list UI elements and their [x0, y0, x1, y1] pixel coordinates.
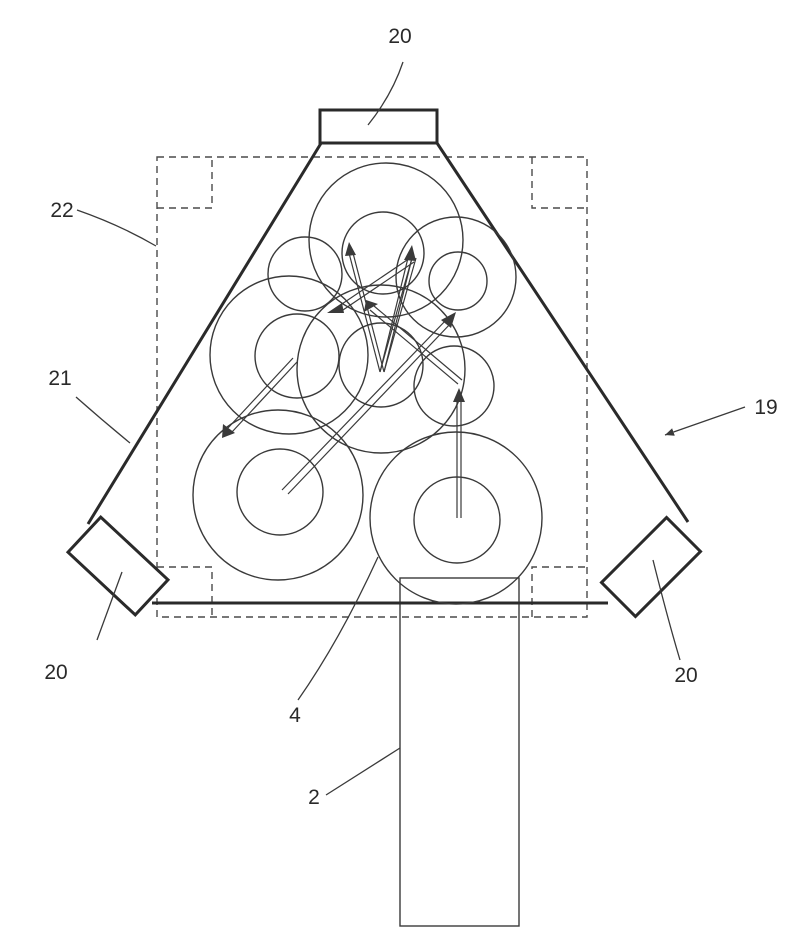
sensor-top — [318, 108, 439, 145]
label-edge: 21 — [48, 367, 71, 390]
zone-circle — [254, 313, 340, 399]
label-stem: 2 — [308, 786, 320, 809]
label-sensor-right: 20 — [674, 664, 697, 687]
label-device: 19 — [754, 396, 777, 419]
leader-lines — [75, 61, 746, 796]
zone-circle-small-left — [236, 448, 324, 536]
sensor-right — [599, 515, 703, 619]
sensor-left — [65, 514, 171, 618]
detection-circles — [192, 162, 543, 605]
zone-circle-large-right — [369, 431, 543, 605]
zone-circle — [395, 216, 517, 338]
zone-circle — [428, 251, 488, 311]
zone-circle — [267, 236, 343, 312]
zone-circle — [338, 322, 424, 408]
zone-circle — [308, 162, 464, 318]
stem-column — [399, 577, 520, 927]
zone-circle — [209, 275, 369, 435]
zone-circle — [341, 211, 425, 295]
label-frame: 22 — [50, 199, 73, 222]
zone-circle-large-left — [192, 409, 364, 581]
triangle-body — [86, 139, 690, 605]
label-sensor-left: 20 — [44, 661, 67, 684]
label-sensor-top: 20 — [388, 25, 411, 48]
label-zone: 4 — [289, 704, 301, 727]
motion-arrows — [222, 242, 465, 518]
zone-circle — [413, 345, 495, 427]
dashed-frame — [156, 156, 588, 618]
